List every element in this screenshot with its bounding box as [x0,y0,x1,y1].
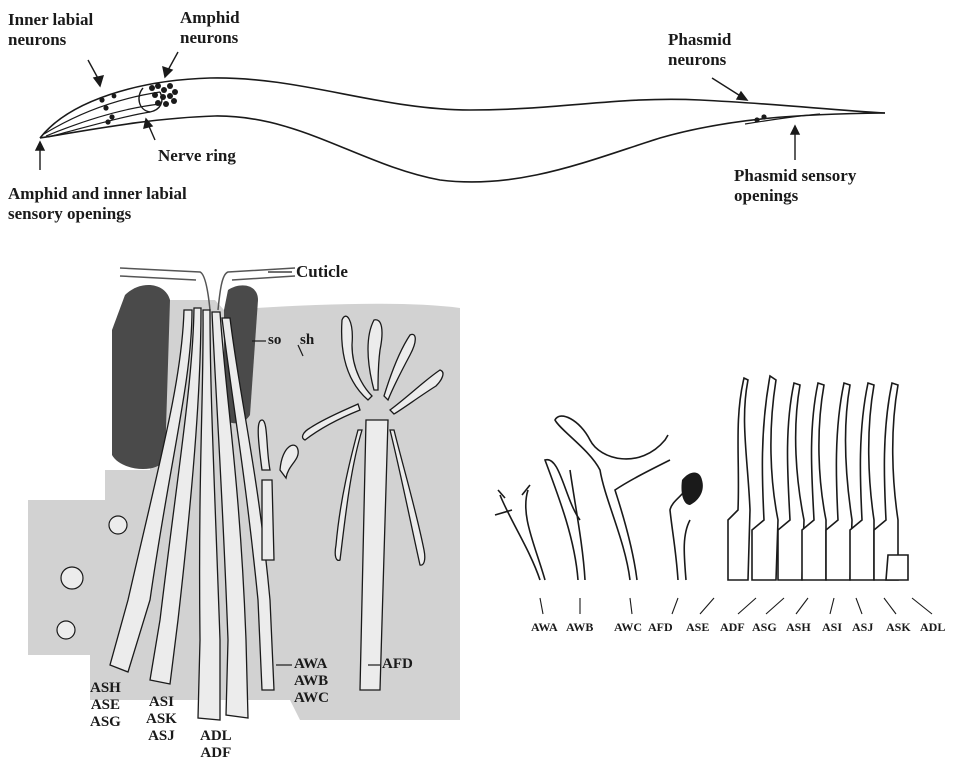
worm-body-upper [40,78,885,138]
label-asi: ASI [822,620,842,634]
label-awb: AWB [566,620,593,634]
label-nerve-ring: Nerve ring [158,146,236,166]
label-adf: ADF [720,620,745,634]
neuron-morphologies [495,416,690,580]
label-afd: AFD [382,656,413,673]
label-sheath: sh [300,332,314,349]
label-ticks [540,598,932,614]
label-cuticle: Cuticle [296,262,348,282]
label-afd-right: AFD [648,620,673,634]
label-awc: AWC [614,620,642,634]
label-ash: ASH [786,620,811,634]
channel-neurons [728,376,908,580]
neuron-somata [99,83,766,125]
label-asg: ASG [752,620,777,634]
label-awa: AWA [531,620,558,634]
socket-cell-left [112,285,170,469]
label-socket: so [268,332,281,349]
afd-fingers [681,473,702,506]
label-ask: ASK [886,620,911,634]
nerve-ring [139,88,162,112]
label-adl: ADL [920,620,945,634]
label-asj: ASJ [852,620,873,634]
label-ase: ASE [686,620,709,634]
